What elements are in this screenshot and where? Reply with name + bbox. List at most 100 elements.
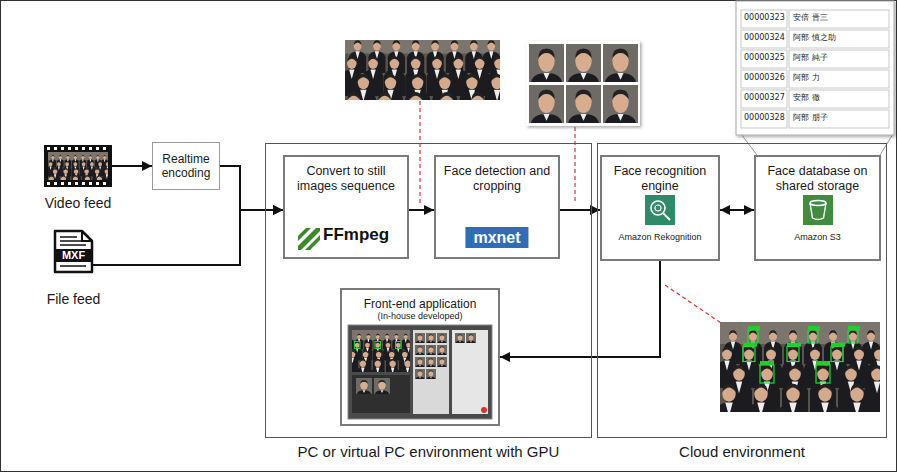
face-crops-panel [526,41,640,126]
connector-arrow [92,210,283,265]
data-table-callout [789,30,889,48]
file-icon [55,249,92,262]
file-icon [60,244,86,246]
group-photo [339,32,510,146]
connector-arrow [500,261,660,357]
data-table-callout [736,1,894,135]
face-crops-panel [529,85,564,123]
app-screenshot [354,341,401,348]
s3-bucket-icon [810,201,826,206]
file-icon [60,265,86,267]
annotated-photo [808,330,818,343]
film-strip-icon [103,147,106,150]
data-table-callout [741,90,787,108]
process-box: Realtime encoding [152,142,220,190]
connector-arrow [720,209,754,211]
s3-bucket-icon [810,203,826,220]
environment-region: Cloud environmentFace recognition engine… [597,143,887,438]
video-feed-icon: Video feed [44,145,112,187]
table-id-cell: 00000326 [744,73,785,83]
face-crops-panel [566,44,601,82]
film-strip-icon [61,182,64,185]
table-name-cell: 安倍 晋三 [793,13,828,23]
file-icon [60,237,86,245]
film-strip-icon [75,147,78,150]
annotated-photo [743,326,860,365]
app-screenshot [354,341,360,348]
data-table-callout [789,10,889,28]
annotated-photo [808,326,820,330]
rekognition-icon [663,213,670,220]
rekognition-icon [645,195,675,225]
app-screenshot [415,369,425,379]
connector-arrow [112,165,152,167]
data-table-callout [736,1,894,155]
environment-region: PC or virtual PC environment with GPUCon… [265,143,592,438]
annotated-photo [743,343,757,347]
film-strip-icon [89,182,92,185]
region-label: Cloud environment [679,443,805,461]
application-box: Front-end application(In-house developed… [340,288,500,426]
source-label: File feed [47,291,101,308]
red-dashed-leader [574,127,575,204]
table-id-cell: 00000325 [744,53,785,63]
annotated-photo [831,347,843,362]
app-screenshot [437,345,447,355]
app-screenshot [352,375,410,413]
data-table-callout [741,134,757,155]
app-screenshot [466,333,476,343]
region-label: PC or virtual PC environment with GPU [298,443,560,461]
table-id-cell: 00000328 [744,113,785,123]
annotated-photo [816,361,830,365]
red-dashed-leader [665,285,721,323]
service-name: Amazon Rekognition [618,232,701,243]
app-screenshot [455,333,465,343]
process-label: Realtime encoding [157,152,215,181]
data-table-callout [741,30,787,48]
film-strip-icon [54,182,57,185]
face-crops-panel [526,41,640,126]
app-screenshot [426,357,436,367]
process-box: Convert to still images sequenceFFmpeg [283,155,409,259]
annotated-photo [848,330,858,343]
data-table-callout [741,70,787,88]
process-label: Face database on shared storage [761,164,874,194]
film-strip-icon [103,182,106,185]
table-name-cell: 安部 徹 [793,93,820,103]
table-name-cell: 阿部 慎之助 [793,33,836,43]
film-strip-icon [44,145,112,196]
app-screenshot [481,407,487,413]
file-feed-icon: MXFFile feed [55,231,92,272]
app-screenshot [437,333,447,343]
group-photo [339,32,510,146]
app-screenshot [426,333,436,343]
logo-text: FFmpeg [323,225,389,245]
file-icon [55,231,92,272]
film-strip-icon [82,147,85,150]
table-id-cell: 00000324 [744,33,785,43]
face-crops-panel [603,85,638,123]
data-table-callout [741,10,889,128]
data-table-callout [789,50,889,68]
process-label: Front-end application [347,297,493,311]
data-table-callout [741,10,787,28]
app-screenshot [426,369,436,379]
app-screenshot [452,330,488,414]
face-crops-panel [529,44,564,82]
red-dashed-leader [419,101,420,204]
file-icon [82,231,92,241]
process-label: Face detection and cropping [441,164,553,194]
film-strip-icon [47,147,50,150]
app-screenshot [341,325,492,419]
film-strip-icon [96,182,99,185]
annotated-photo [787,347,799,362]
annotated-photo [748,326,760,330]
annotated-photo [760,361,774,365]
annotated-photo [760,365,774,383]
film-strip-icon [96,147,99,150]
face-crops-panel [603,44,638,82]
